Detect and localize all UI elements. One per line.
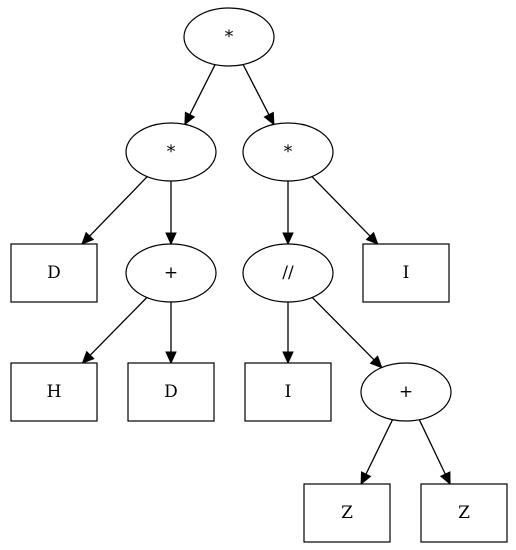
operator-ellipse (125, 243, 217, 303)
edge-n2-n6 (311, 176, 379, 245)
edge-line (89, 176, 148, 237)
operand-box (244, 362, 332, 422)
operand-box (303, 483, 391, 543)
tree-node-n3: D (10, 243, 98, 303)
arrowhead-icon (184, 111, 196, 126)
arrowhead-icon (263, 111, 275, 126)
operand-box (362, 243, 450, 303)
node-label: + (399, 382, 413, 402)
tree-node-n12: Z (420, 483, 508, 543)
edge-n1-n4 (165, 181, 177, 246)
node-label: H (47, 382, 62, 402)
arrowhead-icon (282, 232, 294, 246)
node-label: D (164, 382, 178, 402)
operand-box (420, 483, 508, 543)
node-label: Z (341, 503, 353, 523)
tree-node-n10: + (360, 362, 452, 422)
edge-line (242, 64, 270, 115)
operator-ellipse (242, 122, 334, 182)
tree-node-n2: * (242, 122, 334, 182)
arrowhead-icon (165, 232, 177, 246)
edge-line (365, 419, 394, 475)
edge-line (418, 419, 446, 475)
arrowhead-icon (81, 350, 95, 364)
node-label: Z (458, 503, 470, 523)
edge-n4-n8 (165, 302, 177, 365)
node-label: // (282, 263, 294, 283)
tree-node-n9: I (244, 362, 332, 422)
edge-n4-n7 (81, 297, 148, 364)
edge-n10-n11 (360, 419, 394, 486)
tree-node-n1: * (125, 122, 217, 182)
arrowhead-icon (439, 471, 451, 486)
operator-ellipse (242, 243, 334, 303)
tree-node-n0: * (183, 7, 275, 67)
arrowhead-icon (81, 231, 95, 245)
tree-node-n7: H (10, 362, 98, 422)
node-label: I (403, 263, 410, 283)
node-label: D (47, 263, 61, 283)
tree-node-n8: D (127, 362, 215, 422)
node-label: * (284, 142, 293, 162)
operand-box (10, 362, 98, 422)
tree-node-n6: I (362, 243, 450, 303)
tree-node-n11: Z (303, 483, 391, 543)
node-label: I (285, 382, 292, 402)
nodes-layer: * * * D + // I H D I + Z Z (10, 7, 508, 543)
operand-box (127, 362, 215, 422)
edge-n0-n2 (242, 64, 275, 126)
tree-node-n5: // (242, 243, 334, 303)
edge-line (311, 176, 371, 237)
arrowhead-icon (369, 355, 383, 369)
edge-n0-n1 (184, 64, 216, 126)
edge-n2-n5 (282, 181, 294, 246)
node-label: * (167, 142, 176, 162)
edge-line (89, 297, 148, 356)
node-label: + (164, 263, 178, 283)
edge-line (311, 296, 375, 361)
operator-ellipse (360, 362, 452, 422)
arrowhead-icon (365, 231, 379, 245)
edge-n1-n3 (81, 176, 148, 245)
node-label: * (225, 27, 234, 47)
tree-node-n4: + (125, 243, 217, 303)
edge-n5-n10 (311, 296, 383, 369)
operand-box (10, 243, 98, 303)
operator-ellipse (183, 7, 275, 67)
operator-ellipse (125, 122, 217, 182)
arrowhead-icon (282, 351, 294, 365)
edge-line (189, 64, 216, 115)
edges-layer (81, 64, 451, 486)
edge-n5-n9 (282, 302, 294, 365)
arrowhead-icon (360, 471, 372, 486)
edge-n10-n12 (418, 419, 451, 486)
arrowhead-icon (165, 351, 177, 365)
